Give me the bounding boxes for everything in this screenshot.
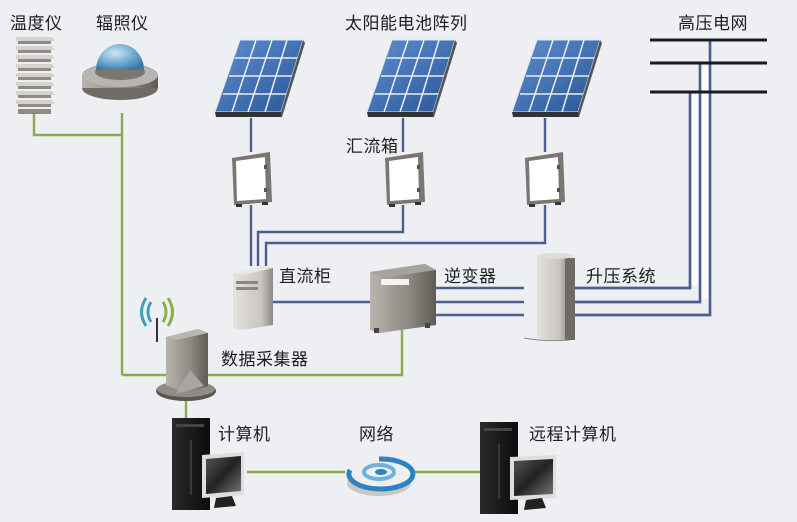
label-inverter: 逆变器 xyxy=(444,267,497,287)
network-icon xyxy=(346,456,416,496)
irradiance-sensor-icon xyxy=(82,44,158,100)
solar-panel-1 xyxy=(214,39,305,117)
combiner-box-3 xyxy=(525,152,565,207)
label-grid: 高压电网 xyxy=(678,14,748,34)
data-collector-icon xyxy=(140,297,216,401)
combiner2-to-dc-line xyxy=(256,205,405,266)
label-thermometer: 温度仪 xyxy=(10,14,63,34)
booster-system-icon xyxy=(523,253,575,342)
combiner-box-1 xyxy=(232,152,272,207)
label-irradiance: 辐照仪 xyxy=(96,14,149,34)
booster-to-grid-line-1 xyxy=(575,92,692,290)
label-combiner-box: 汇流箱 xyxy=(346,137,399,157)
label-computer: 计算机 xyxy=(218,425,271,445)
inverter-icon xyxy=(370,264,436,333)
combiner-box-2 xyxy=(385,152,425,207)
grid-line-gaps xyxy=(691,66,709,299)
dc-cabinet-icon xyxy=(233,266,273,330)
label-booster: 升压系统 xyxy=(586,267,656,287)
computer-icon xyxy=(172,418,244,510)
solar-panel-2 xyxy=(366,39,457,117)
label-remote-computer: 远程计算机 xyxy=(529,425,617,445)
data-lines xyxy=(32,113,480,474)
label-network: 网络 xyxy=(359,425,394,445)
booster-to-grid-lines-redraw xyxy=(575,40,712,317)
thermometer-icon xyxy=(16,37,55,114)
solar-panel-3 xyxy=(511,39,602,117)
label-pv-array: 太阳能电池阵列 xyxy=(345,14,468,34)
collector-bus-line xyxy=(122,330,404,377)
high-voltage-grid xyxy=(650,38,767,94)
remote-computer-icon xyxy=(480,422,556,514)
label-data-collector: 数据采集器 xyxy=(221,350,309,370)
label-dc-cabinet: 直流柜 xyxy=(279,267,332,287)
thermometer-data-line xyxy=(32,113,122,137)
combiner3-to-dc-line xyxy=(264,205,547,266)
wifi-signal-icon xyxy=(140,297,174,327)
